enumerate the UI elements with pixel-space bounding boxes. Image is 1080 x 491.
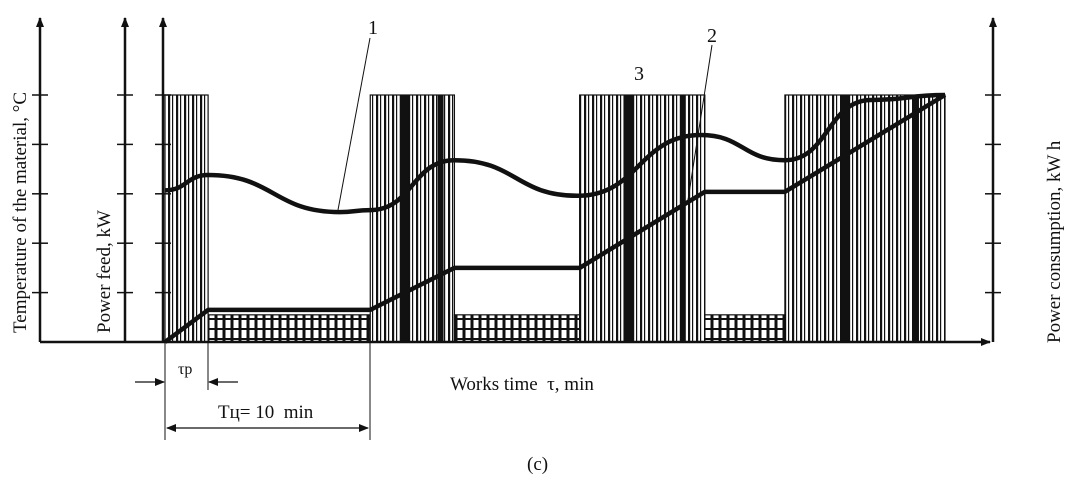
figure-caption: (c) [527,454,548,475]
power-pulse-bar [679,95,686,342]
curve-1 [164,92,946,215]
tau-p-label: τp [178,361,192,378]
power-pulse-bar [399,95,409,342]
power-block-high [579,94,706,343]
power-block-low [453,314,581,343]
power-block-high [164,94,209,343]
axes [32,17,1001,346]
power-pulse-bar [840,95,850,342]
power-consumption-axis-label: Power consumption, kW h [1044,140,1065,343]
power-block-high [784,94,946,343]
power-feed-axis-label: Power feed, kW [94,210,115,333]
power-pulse-bar [912,95,919,342]
curve-2 [163,93,947,344]
time-axis-label: Works time τ, min [450,374,594,395]
power-pulse-bar [623,95,633,342]
curve-label-1: 1 [368,17,378,39]
power-pulse-bar [437,95,444,342]
curve-label-3: 3 [634,63,644,85]
power-block-low [704,314,786,343]
power-blocks [164,94,946,343]
temperature-axis-label: Temperature of the material, °C [10,92,31,333]
power-block-low [207,314,371,343]
leader-line-2 [687,44,713,201]
dimension-annotations: τp Tц= 10 min [135,342,371,440]
leader-line-1 [337,37,371,211]
period-label: Tц= 10 min [218,402,314,423]
curve-label-2: 2 [707,25,717,47]
